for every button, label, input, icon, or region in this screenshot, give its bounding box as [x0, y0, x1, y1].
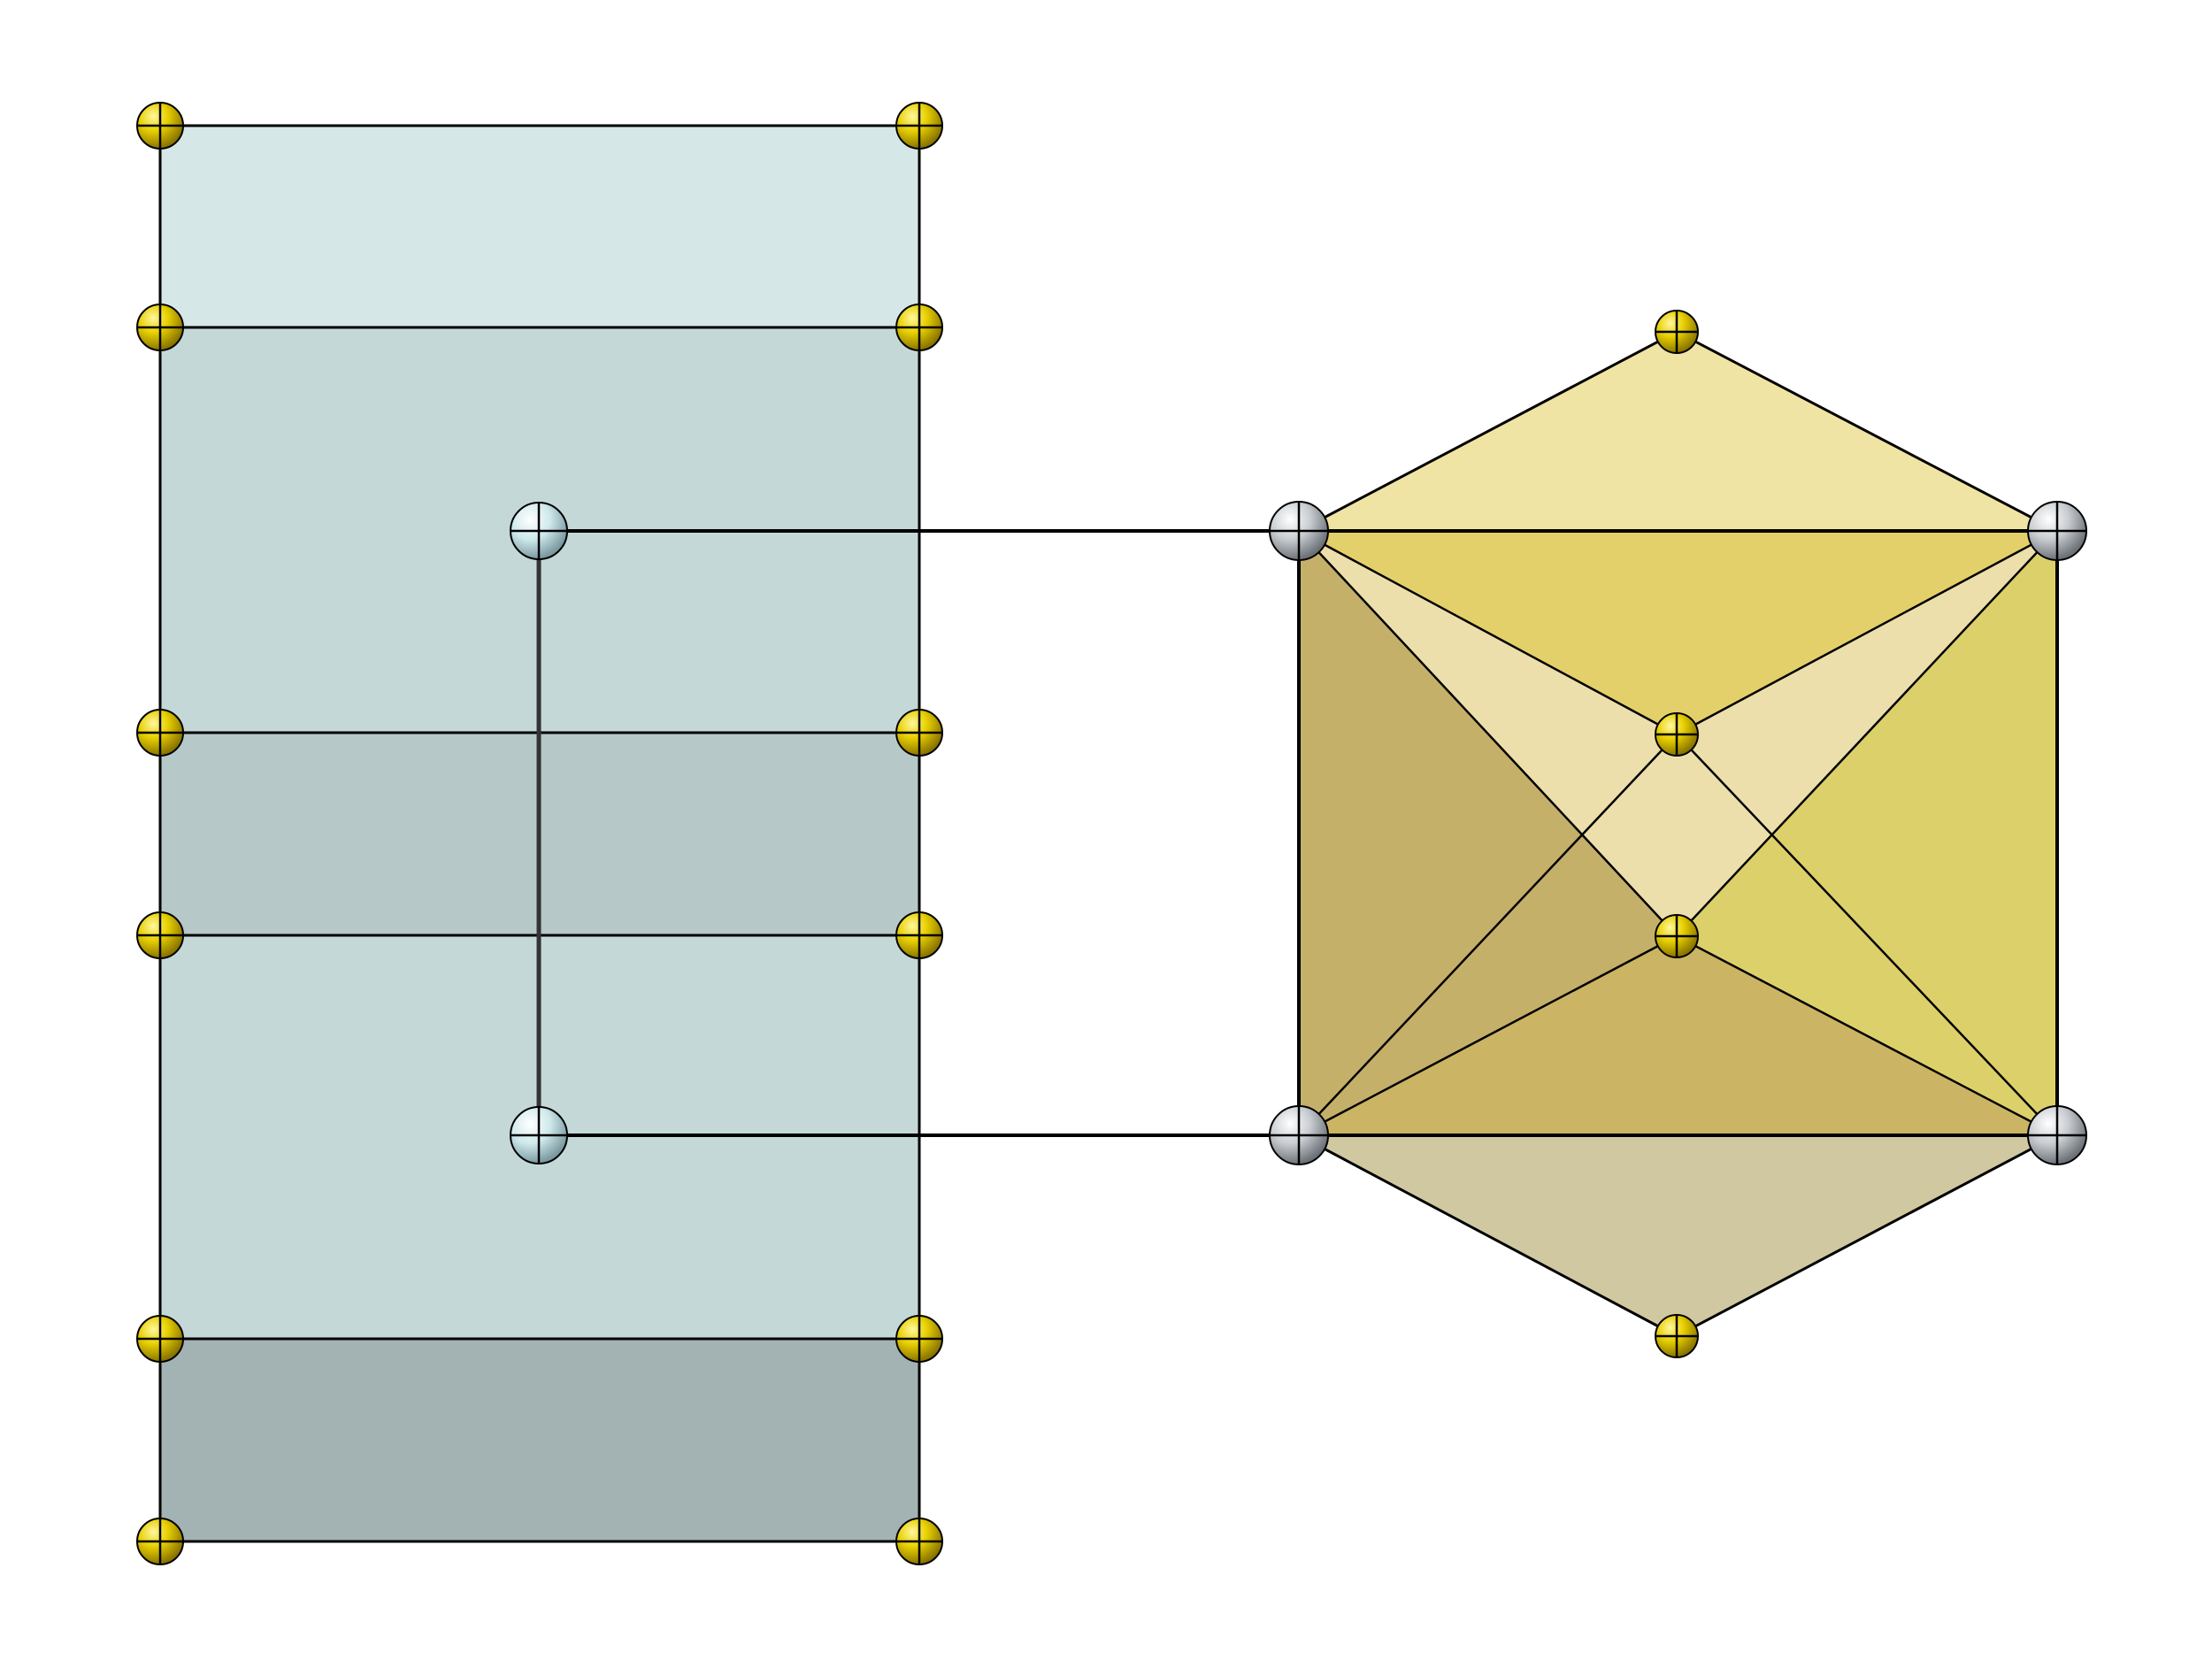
- apical-atom: [1655, 310, 1699, 354]
- slab-atom: [136, 1518, 184, 1565]
- slab-layer-1: [160, 126, 919, 327]
- slab-atom: [136, 911, 184, 959]
- layered-structure: [158, 124, 921, 1543]
- apical-atom: [1655, 1314, 1699, 1358]
- square-atom: [2027, 1105, 2087, 1165]
- center-atom: [1655, 914, 1699, 958]
- square-top-face: [1299, 531, 2057, 734]
- connecting-bonds: [539, 529, 1299, 1137]
- slab-layer-5: [160, 1339, 919, 1541]
- slab-atom: [895, 709, 943, 757]
- hex-top-face: [1299, 332, 2057, 531]
- center-atom: [1655, 712, 1699, 757]
- hex-bottom-face: [1299, 1135, 2057, 1336]
- square-atom: [1269, 1105, 1329, 1165]
- square-atom: [1269, 501, 1329, 561]
- square-right-face: [1677, 531, 2057, 1135]
- slab-atom: [895, 102, 943, 150]
- slab-atom: [895, 1518, 943, 1565]
- slab-atom: [136, 102, 184, 150]
- slab-atom: [895, 304, 943, 351]
- atoms: [136, 102, 2087, 1565]
- slab-atom: [136, 709, 184, 757]
- slab-atom: [136, 1315, 184, 1363]
- interlayer-atom: [510, 502, 568, 560]
- octahedral-structure: [1297, 330, 2059, 1338]
- slab-atom: [136, 304, 184, 351]
- slab-atom: [895, 911, 943, 959]
- square-atom: [2027, 501, 2087, 561]
- square-bottom-face: [1299, 936, 2057, 1135]
- interlayer-atom: [510, 1106, 568, 1164]
- square-center-face: [1299, 531, 2057, 936]
- square-left-face: [1299, 531, 1677, 1135]
- slab-atom: [895, 1315, 943, 1363]
